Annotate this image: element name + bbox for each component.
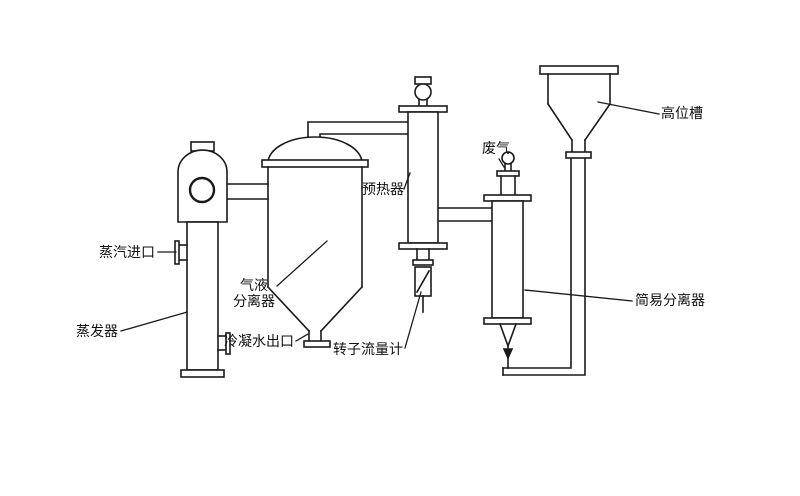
leader-preheater [403,172,411,190]
label-gas-liquid-separator: 气液 分离器 [233,278,275,310]
label-elevated-tank: 高位槽 [661,106,703,122]
leader-evaporator [120,311,188,332]
tank-lid [539,65,619,75]
evaporator [174,141,231,378]
gas-liquid-separator [261,136,369,348]
pipe-tank-to-simple-separator [502,157,586,376]
tank-outlet-flange [565,151,592,159]
leader-condensate-outlet [295,333,309,342]
leader-rotameter [404,291,422,349]
leader-elevated-tank [597,101,660,115]
preheater [398,76,448,266]
pipe-evaporator-to-separator [226,183,269,200]
separator-top-flange [261,159,369,168]
leader-simple-separator [524,289,633,302]
leader-waste-gas [498,158,505,168]
rotameter [414,266,432,313]
preheater-vent-cap [414,76,432,85]
leader-gas-liquid-separator [276,240,328,287]
separator-dome [267,136,363,164]
label-rotameter: 转子流量计 [333,342,403,358]
pipe-preheater-to-simple-separator [437,207,493,222]
label-evaporator: 蒸发器 [76,324,118,340]
evaporator-bottom-flange [180,369,225,378]
label-waste-gas: 废气 [482,141,510,157]
rotameter-scale-line [415,269,431,294]
label-steam-inlet: 蒸汽进口 [99,245,155,261]
simple-separator-tube [491,200,524,319]
label-simple-separator: 简易分离器 [635,293,705,309]
flow-arrowhead [502,348,514,360]
simple-separator [483,151,532,360]
simple-separator-vent-ball [501,151,515,165]
simple-separator-vent-flange [496,170,520,177]
leader-lines [120,101,660,349]
evaporator-sight-glass [188,176,216,204]
label-preheater: 预热器 [362,182,404,198]
preheater-top-flange [398,105,448,113]
evaporator-head [177,149,228,223]
preheater-bottom-flange [398,242,448,250]
separator-cone-right [319,285,364,333]
steam-inlet-nozzle [174,240,188,265]
evaporator-column [186,221,219,371]
evaporator-side-nozzle [217,332,231,355]
preheater-outlet-flange [412,259,434,266]
label-condensate-outlet: 冷凝水出口 [224,334,294,350]
preheater-vent-ball [414,83,432,101]
simple-separator-top-flange [483,194,532,202]
condensate-outlet-flange [303,340,331,348]
tank-cone-left [546,102,574,142]
simple-separator-cone [498,322,518,349]
simple-separator-bottom-flange [483,317,532,325]
elevated-tank [539,65,619,159]
separator-cone-left [266,285,311,333]
tank-cone-right [583,102,612,142]
preheater-tube [407,111,439,244]
